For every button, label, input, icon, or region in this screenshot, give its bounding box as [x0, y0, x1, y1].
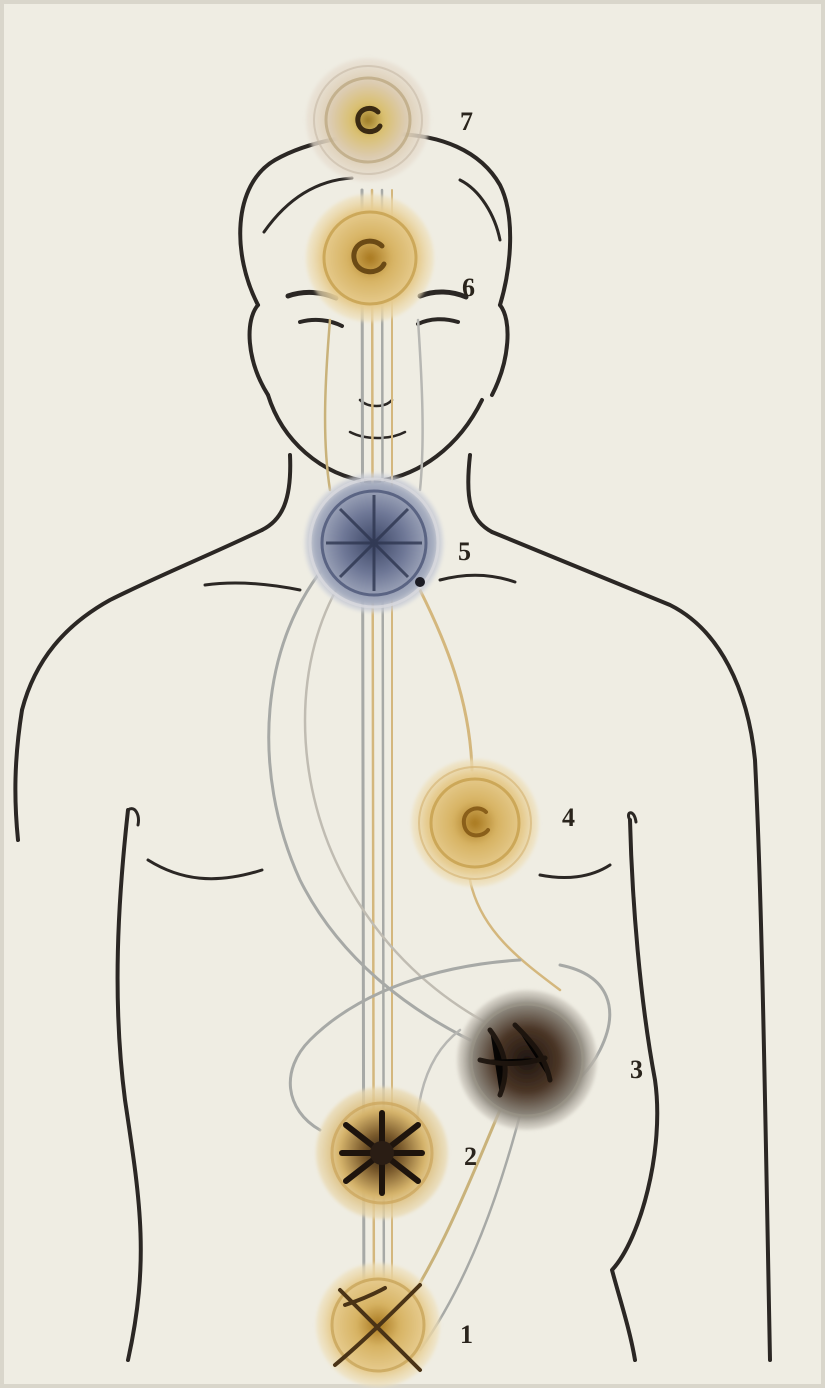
chakra-3-label: 3 [630, 1055, 643, 1084]
chakra-5-label: 5 [458, 537, 471, 566]
chakra-4-label: 4 [562, 803, 575, 832]
chakra-1 [316, 1263, 440, 1387]
chakra-1-label: 1 [460, 1320, 473, 1349]
chakra-7-label: 7 [460, 107, 473, 136]
chakra-6 [306, 194, 434, 322]
chakra-4 [411, 759, 539, 887]
chakra-5 [304, 473, 444, 613]
chakra-7 [306, 58, 430, 182]
chakra-6-label: 6 [462, 273, 475, 302]
chakra-2-label: 2 [464, 1142, 477, 1171]
chakra-3 [457, 990, 597, 1130]
chakra-2 [316, 1087, 448, 1219]
